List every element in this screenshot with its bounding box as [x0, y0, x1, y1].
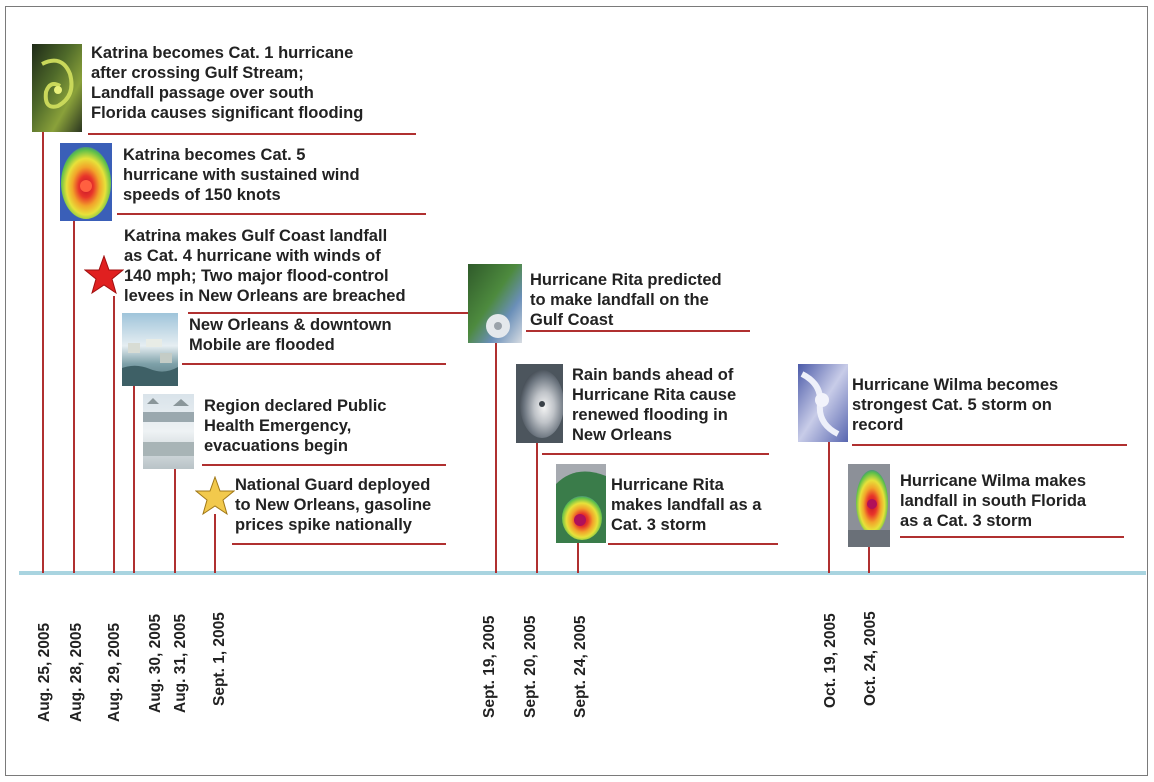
date-label: Aug. 30, 2005 — [147, 613, 164, 713]
event-text: Hurricane Wilma becomes strongest Cat. 5… — [852, 376, 1059, 434]
event-underline — [182, 363, 446, 365]
flood-photo — [122, 313, 178, 386]
event-stem — [495, 343, 497, 573]
event-underline — [232, 543, 446, 545]
katrina-satellite-image — [32, 44, 82, 132]
date-label: Aug. 28, 2005 — [68, 622, 85, 722]
event-stem — [214, 514, 216, 573]
red-star-icon — [84, 255, 124, 295]
yellow-star-icon — [195, 476, 235, 516]
event-stem — [73, 221, 75, 573]
date-label: Oct. 19, 2005 — [822, 613, 839, 708]
wilma-satellite-image — [798, 364, 848, 442]
event-underline — [900, 536, 1124, 538]
event-text: Katrina becomes Cat. 5 hurricane with su… — [123, 146, 360, 204]
event-text: Hurricane Rita makes landfall as a Cat. … — [611, 476, 762, 534]
event-stem — [42, 132, 44, 573]
event-stem — [113, 296, 115, 573]
event-stem — [174, 469, 176, 573]
event-text: Region declared Public Health Emergency,… — [204, 397, 387, 455]
event-underline — [608, 543, 778, 545]
date-label: Sept. 1, 2005 — [211, 612, 228, 706]
date-label: Aug. 31, 2005 — [172, 613, 189, 713]
event-text: Hurricane Rita predicted to make landfal… — [530, 271, 722, 329]
event-underline — [117, 213, 426, 215]
date-label: Aug. 29, 2005 — [106, 622, 123, 722]
date-label: Sept. 19, 2005 — [481, 615, 498, 718]
event-underline — [542, 453, 769, 455]
event-text: Katrina makes Gulf Coast landfall as Cat… — [124, 227, 406, 305]
timeline-axis — [19, 571, 1146, 575]
rita-satellite-image — [468, 264, 522, 343]
event-text: Hurricane Wilma makes landfall in south … — [900, 472, 1087, 530]
event-stem — [868, 547, 870, 573]
event-underline — [852, 444, 1127, 446]
event-stem — [536, 443, 538, 573]
event-underline — [202, 464, 446, 466]
event-underline — [188, 312, 470, 314]
evacuation-photo — [143, 394, 194, 469]
rita-rainbands-image — [516, 364, 563, 443]
event-underline — [526, 330, 750, 332]
event-text: Katrina becomes Cat. 1 hurricane after c… — [91, 44, 364, 122]
event-text: New Orleans & downtown Mobile are floode… — [189, 316, 392, 354]
event-text: Rain bands ahead of Hurricane Rita cause… — [572, 366, 737, 444]
event-stem — [577, 543, 579, 573]
date-label: Sept. 24, 2005 — [572, 615, 589, 718]
event-stem — [828, 442, 830, 573]
event-underline — [88, 133, 416, 135]
katrina-radar-image — [60, 143, 112, 221]
wilma-radar-image — [848, 464, 890, 547]
date-label: Sept. 20, 2005 — [522, 615, 539, 718]
event-stem — [133, 386, 135, 573]
date-label: Oct. 24, 2005 — [862, 611, 879, 706]
rita-radar-image — [556, 464, 606, 543]
event-text: National Guard deployed to New Orleans, … — [235, 476, 432, 534]
date-label: Aug. 25, 2005 — [36, 622, 53, 722]
